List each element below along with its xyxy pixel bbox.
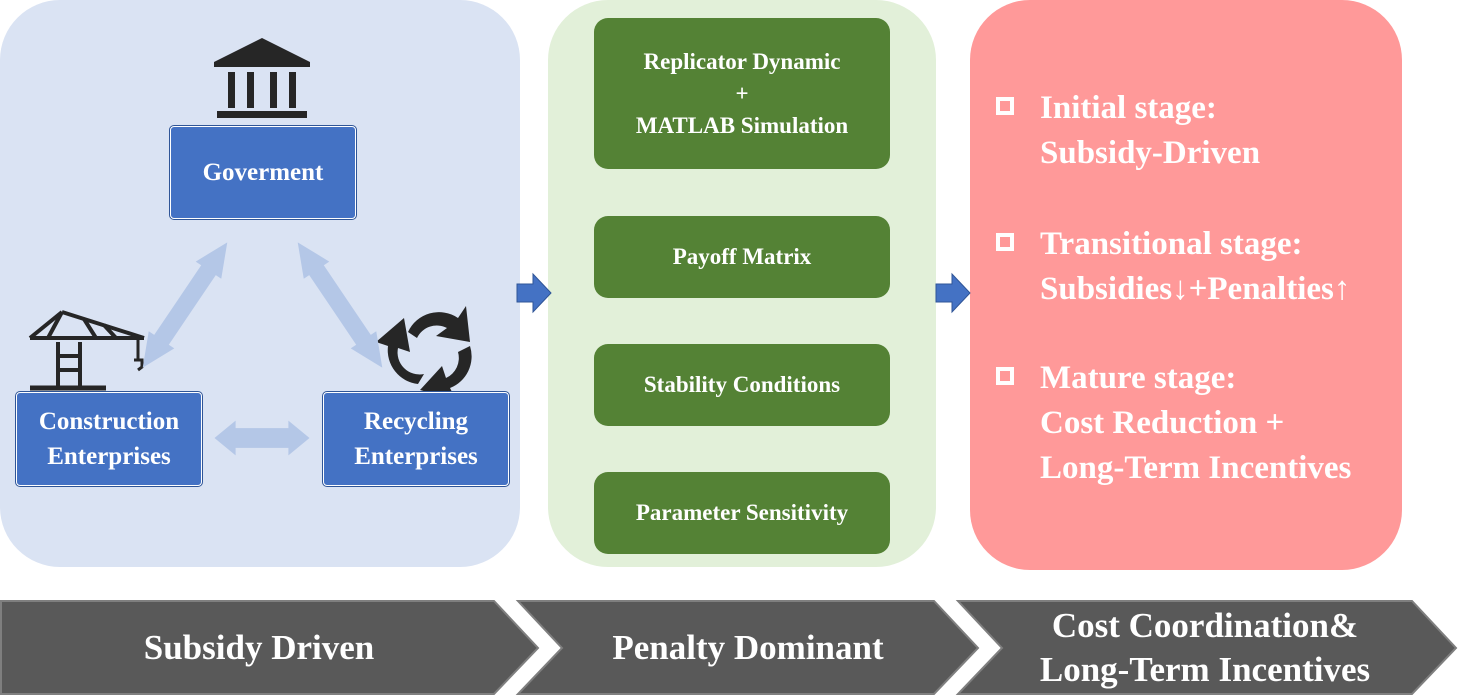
stability-conditions-box: Stability Conditions	[594, 344, 890, 426]
replicator-plus: +	[735, 80, 749, 106]
construction-enterprises-box: Construction Enterprises	[16, 392, 202, 486]
construction-label-line2: Enterprises	[47, 443, 171, 470]
government-label: Goverment	[202, 159, 324, 186]
phase-chevrons	[0, 600, 1458, 695]
parameter-sensitivity-label: Parameter Sensitivity	[635, 500, 849, 525]
square-bullet-icon	[996, 233, 1014, 251]
flow-arrows	[516, 272, 971, 314]
square-bullet-icon	[996, 97, 1014, 115]
government-box: Goverment	[170, 126, 356, 219]
phase-label-cost-coordination: Cost Coordination& Long-Term Incentives	[960, 604, 1450, 692]
recycling-arrows-icon	[376, 306, 472, 400]
construction-crane-icon	[28, 310, 145, 391]
phase3-line2: Long-Term Incentives	[1039, 650, 1371, 689]
stage-title: Transitional stage:	[1040, 226, 1303, 262]
replicator-dynamic-box: Replicator Dynamic + MATLAB Simulation	[594, 18, 890, 169]
chevron-cost-coordination	[955, 600, 1458, 695]
stage-initial: Initial stage: Subsidy-Driven	[996, 86, 1260, 176]
phase-label-penalty-dominant: Penalty Dominant	[612, 628, 884, 667]
arrow-left-to-middle	[516, 272, 552, 314]
government-building-icon	[214, 38, 310, 118]
stage-detail: Cost Reduction +	[1040, 405, 1285, 441]
chevron-penalty-dominant	[515, 600, 980, 695]
phase3-line1: Cost Coordination&	[1051, 606, 1359, 645]
stability-conditions-label: Stability Conditions	[643, 372, 841, 397]
stage-detail: Subsidies↓+Penalties↑	[1040, 271, 1351, 307]
double-arrows	[142, 242, 383, 456]
payoff-matrix-box: Payoff Matrix	[594, 216, 890, 298]
construction-label-line1: Construction	[38, 408, 180, 435]
stage-transitional: Transitional stage: Subsidies↓+Penalties…	[996, 222, 1350, 312]
stage-title: Initial stage:	[1040, 90, 1217, 126]
double-arrow-government-recycling	[297, 242, 383, 368]
recycling-label-line1: Recycling	[363, 408, 469, 435]
square-bullet-icon	[996, 367, 1014, 385]
chevron-subsidy-driven	[0, 600, 540, 695]
payoff-matrix-label: Payoff Matrix	[672, 244, 812, 269]
stage-detail: Subsidy-Driven	[1040, 135, 1261, 171]
recycling-enterprises-box: Recycling Enterprises	[323, 392, 509, 486]
stage-mature: Mature stage: Cost Reduction + Long-Term…	[996, 356, 1351, 491]
right-panel-stages	[970, 0, 1402, 570]
double-arrow-government-construction	[142, 242, 228, 368]
phase-label-subsidy-driven: Subsidy Driven	[143, 628, 375, 667]
replicator-line1: Replicator Dynamic	[643, 48, 841, 74]
stage-detail-extra: Long-Term Incentives	[1040, 450, 1352, 486]
replicator-line3: MATLAB Simulation	[635, 112, 849, 138]
double-arrow-construction-recycling	[214, 420, 310, 456]
stage-title: Mature stage:	[1040, 360, 1237, 396]
arrow-middle-to-right	[935, 272, 971, 314]
parameter-sensitivity-box: Parameter Sensitivity	[594, 472, 890, 554]
recycling-label-line2: Enterprises	[354, 443, 478, 470]
